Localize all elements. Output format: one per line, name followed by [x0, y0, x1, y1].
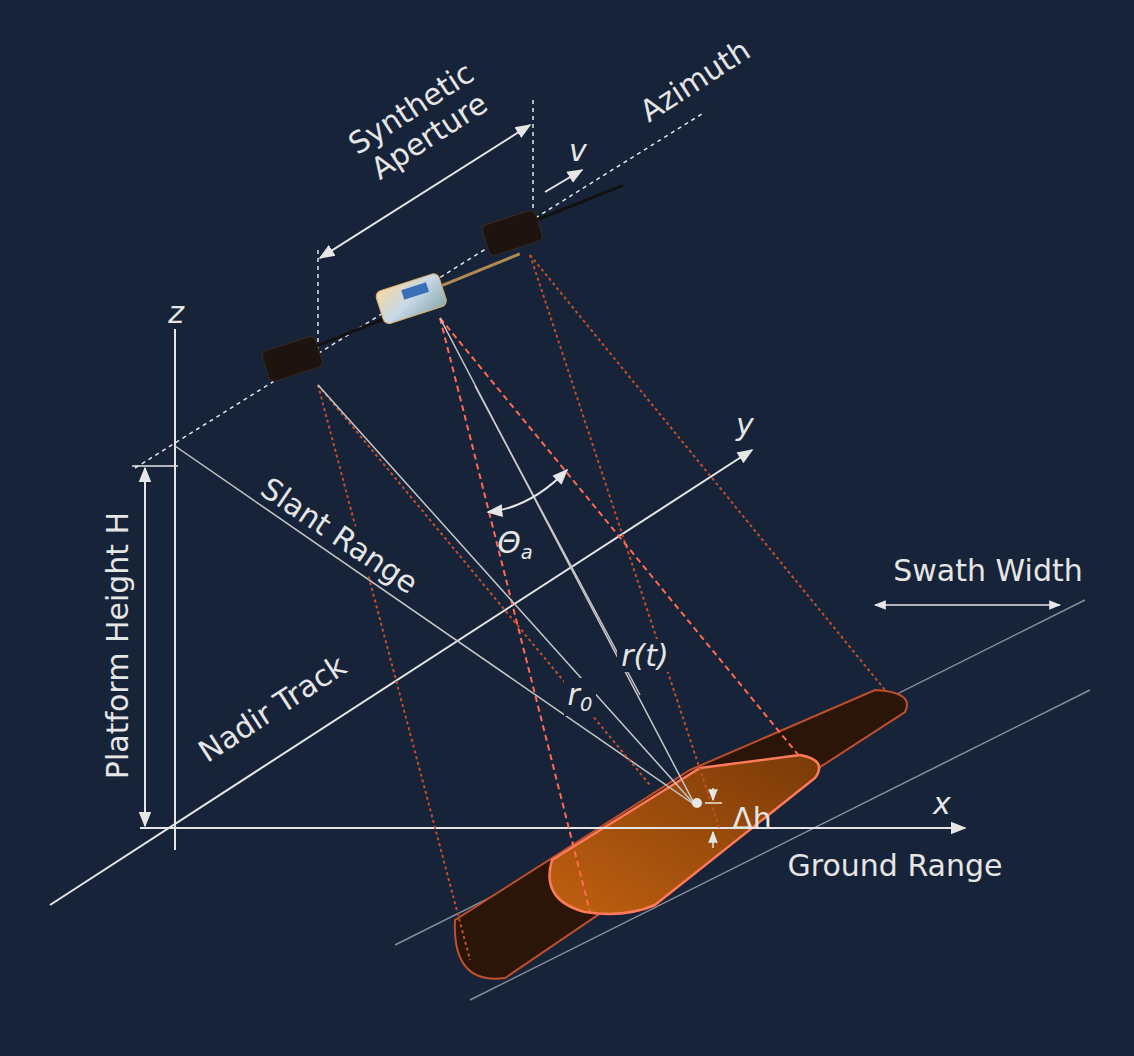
ground-range-label: Ground Range — [788, 849, 1003, 882]
nadir-label: Nadir Track — [189, 646, 355, 770]
axis-label: x — [933, 787, 951, 820]
range-label: r(t) — [617, 639, 673, 672]
slant-range-label: Slant Range — [252, 468, 427, 601]
velocity-label: v — [569, 134, 587, 167]
axis-label: z — [164, 296, 188, 329]
axis-label: y — [736, 408, 754, 441]
range-label: r0 — [564, 678, 597, 715]
angle-label: Θa — [497, 526, 533, 563]
swath-label: Swath Width — [893, 554, 1082, 587]
azimuth-label: Azimuth — [634, 32, 756, 127]
height-diff-label: Δh — [732, 802, 772, 835]
height-label: Platform Height H — [102, 511, 135, 778]
aperture-label: Synthetic Aperture — [318, 40, 522, 204]
